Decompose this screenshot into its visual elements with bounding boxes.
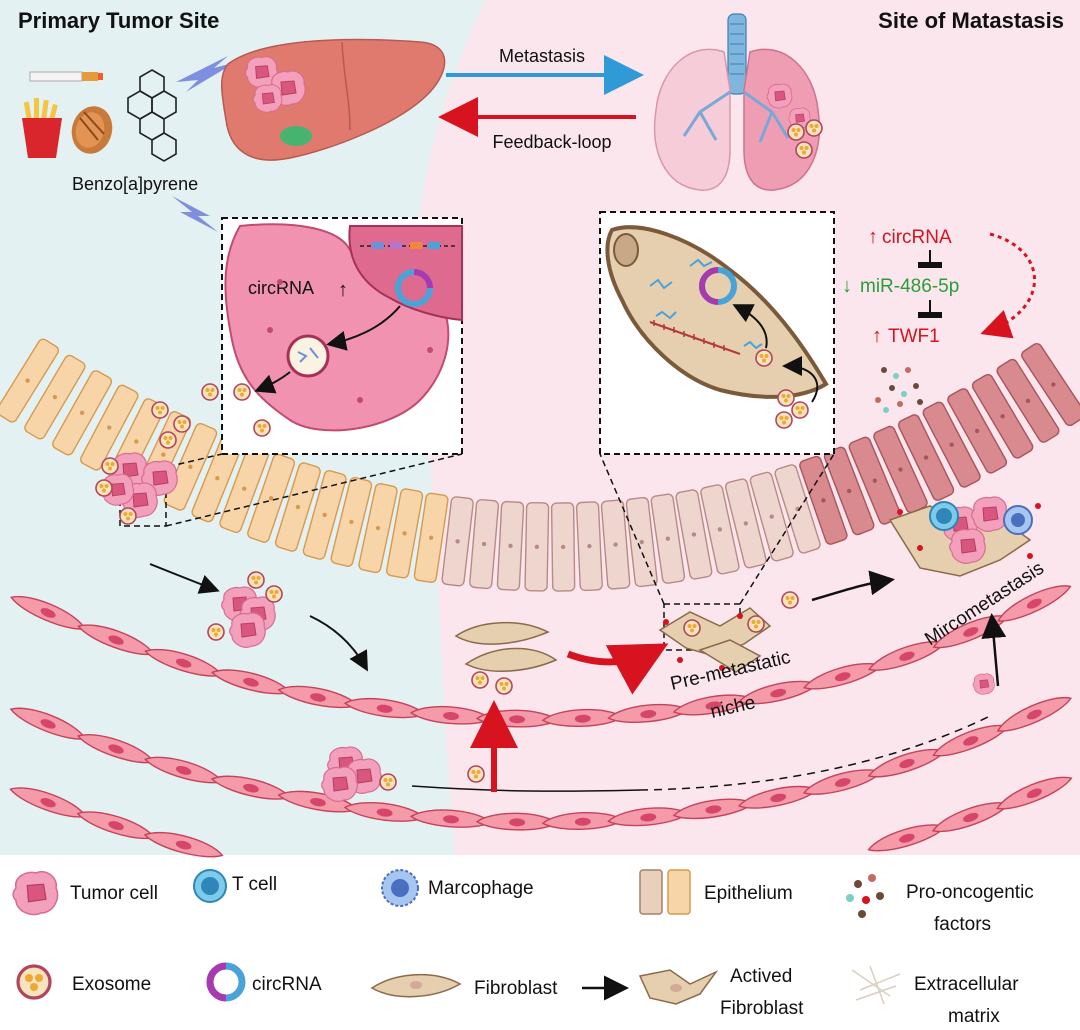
legend-item-fibroblast: Fibroblast [370, 974, 629, 1001]
endothelial-cell [737, 680, 819, 705]
legend-label: Marcophage [428, 878, 534, 899]
right-inset [599, 211, 835, 455]
epithelial-cell [625, 496, 658, 588]
up-arrow-icon-3: ↑ [338, 279, 348, 301]
legend-label: Fibroblast [474, 978, 558, 999]
cigarette-icon [29, 71, 103, 82]
lightning-icon-lower [172, 196, 218, 232]
endothelial-cell [996, 776, 1073, 810]
legend-item-circrna: circRNA [206, 962, 322, 1002]
circulating-tumor-cells [149, 563, 1007, 802]
epithelial-cell [79, 384, 139, 471]
epithelial-cell [749, 471, 794, 562]
pathway-mirna: miR-486-5p [860, 276, 959, 297]
epithelial-cell [274, 462, 321, 552]
epithelial-cell [496, 500, 525, 591]
left-inset: circRNA ↑ [221, 217, 463, 455]
epithelial-cell [52, 370, 113, 456]
epithelial-cell [650, 493, 686, 584]
legend-item-actived-fibroblast: Actived Fibroblast [638, 966, 804, 1019]
lightning-icon [176, 56, 236, 92]
legend-label: Exosome [72, 974, 151, 995]
legend-label: Epithelium [704, 883, 793, 904]
legend: Tumor cell T cell Marcophage Epithelium … [12, 869, 1034, 1027]
epithelial-cell [897, 414, 955, 501]
epithelial-cell [413, 492, 449, 583]
legend-label: Extracellular [914, 974, 1019, 995]
feedback-loop-label: Feedback-loop [492, 132, 611, 152]
endothelial-cell [143, 831, 224, 858]
legend-item-pro-oncogenic: Pro-oncogentic factors [846, 874, 1034, 935]
pathway-panel: ↑ circRNA ↓ miR-486-5p ↑ TWF1 [842, 226, 1036, 413]
endothelial-cell [607, 807, 690, 827]
legend-item-epithelium: Epithelium [639, 869, 793, 915]
epithelial-cell [575, 501, 603, 592]
epithelial-cell [1021, 342, 1080, 427]
epithelial-cell [24, 354, 86, 440]
epithelium-layer [0, 338, 1080, 592]
epithelial-cell [675, 489, 713, 580]
legend-label: Pro-oncogentic [906, 882, 1034, 903]
fries-icon [22, 98, 62, 158]
title-site-of-metastasis: Site of Matastasis [878, 8, 1064, 33]
benzopyrene-structure-icon [127, 69, 177, 162]
legend-label: T cell [232, 874, 277, 895]
epithelial-cell [441, 496, 474, 587]
epithelial-cell [996, 358, 1060, 443]
legend-label: Fibroblast [720, 998, 804, 1019]
legend-item-tumor-cell: Tumor cell [12, 870, 158, 916]
epithelial-cell [302, 470, 347, 560]
epithelial-cell [386, 488, 424, 579]
endothelial-cell [541, 812, 625, 830]
title-primary-tumor-site: Primary Tumor Site [18, 8, 219, 33]
legend-item-extracellular-matrix: Extracellular matrix [851, 965, 1019, 1027]
legend-item-macrophage: Marcophage [381, 869, 534, 907]
inset-circrna-label: circRNA [248, 278, 314, 298]
epithelial-cell [358, 482, 398, 574]
epithelial-cell [247, 453, 296, 543]
macrophage-icon [1003, 505, 1033, 535]
legend-label: factors [934, 914, 991, 935]
epithelial-cell [799, 455, 848, 545]
up-arrow-icon: ↑ [868, 226, 878, 248]
legend-label: Actived [730, 966, 792, 987]
liver-organ [221, 38, 446, 161]
epithelial-cell [524, 502, 550, 592]
epithelial-cell [922, 401, 981, 488]
grilled-meat-icon [71, 106, 113, 154]
pathway-circrna: circRNA [882, 227, 952, 248]
epithelial-cell [330, 476, 373, 567]
epithelial-cell [971, 373, 1034, 459]
epithelial-cell [947, 388, 1008, 474]
fibroblast-group [454, 621, 669, 792]
t-cell-icon [929, 501, 959, 531]
up-arrow-icon-2: ↑ [872, 325, 882, 347]
epithelial-cell [700, 484, 740, 575]
pro-oncogenic-dots [875, 367, 923, 413]
epithelial-cell [163, 422, 218, 511]
legend-item-t-cell: T cell [193, 869, 277, 903]
legend-item-exosome: Exosome [16, 964, 151, 1000]
endothelial-cell [409, 809, 493, 828]
endothelial-cell [996, 696, 1073, 732]
epithelial-cell [600, 499, 631, 590]
epithelial-cell [774, 464, 821, 554]
epithelial-cell [469, 498, 500, 590]
metastasis-label: Metastasis [499, 46, 585, 66]
down-arrow-icon: ↓ [842, 275, 852, 297]
pathway-target: TWF1 [888, 326, 940, 347]
epithelial-cell [550, 502, 576, 592]
dotted-curve-arrow [980, 232, 1036, 339]
carcinogen-group: Benzo[a]pyrene [22, 56, 236, 232]
epithelial-cell [724, 478, 767, 569]
lung-organ [653, 13, 823, 191]
legend-label: Tumor cell [70, 883, 158, 904]
epithelial-cell [0, 338, 60, 423]
endothelial-cell [997, 585, 1072, 622]
legend-label: matrix [948, 1006, 1000, 1027]
legend-label: circRNA [252, 974, 322, 995]
carcinogen-label: Benzo[a]pyrene [72, 174, 198, 194]
